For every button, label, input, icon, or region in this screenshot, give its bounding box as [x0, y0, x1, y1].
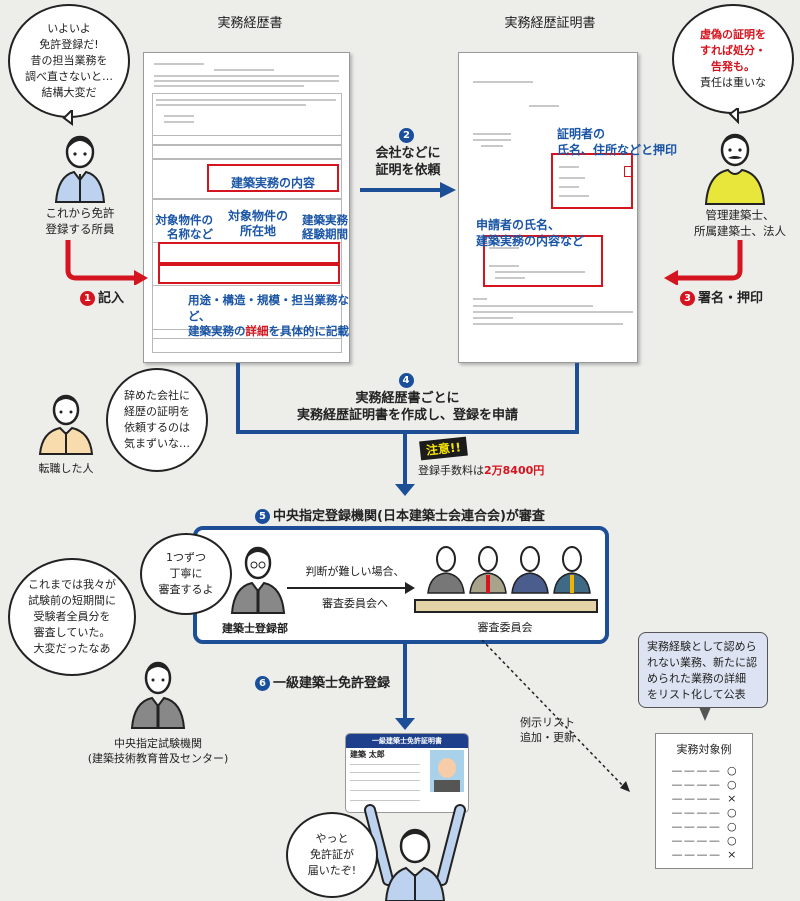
exam-body-person-icon	[130, 661, 186, 729]
circle-mark-icon: ○	[726, 805, 737, 819]
job-changer-label: 転職した人	[38, 462, 94, 475]
speech-bubble-applicant: いよいよ 免許登録だ! 昔の担当業務を 調べ直さないと… 結構大変だ	[8, 4, 130, 118]
annotation-period: 建築実務 経験期間	[302, 213, 348, 242]
annotation-content: 建築実務の内容	[230, 176, 315, 190]
speech-bubble-licensee: やっと 免許証が 届いたぞ!	[286, 812, 378, 898]
step2-arrow	[360, 182, 456, 198]
annotation-applicant: 申請者の氏名、 建築実務の内容など	[476, 218, 585, 248]
annotation-detail: 用途・構造・規模・担当業務など、 建築実務の詳細を具体的に記載	[188, 293, 349, 339]
example-list-row: — — — —○	[671, 833, 737, 847]
registration-dept-person-icon	[230, 546, 286, 614]
annotation-location: 対象物件の 所在地	[227, 209, 288, 238]
job-changer-person-icon	[38, 394, 94, 455]
example-list-row: — — — —○	[671, 763, 737, 777]
applicant-label: これから免許 登録する所員	[45, 206, 115, 236]
license-card: 一級建築士免許証明書 建築 太郎	[345, 733, 469, 813]
example-list: 実務対象例 — — — —○— — — —○— — — —×— — — —○— …	[655, 733, 753, 869]
committee-label: 審査委員会	[477, 621, 533, 634]
registration-dept-label: 建築士登録部	[222, 622, 288, 635]
example-list-row: — — — —×	[671, 847, 737, 861]
work-history-document: 建築実務の内容	[143, 52, 350, 363]
example-list-row: — — — —○	[671, 805, 737, 819]
license-card-name: 建築 太郎	[350, 750, 385, 759]
referral-line1: 判断が難しい場合、	[305, 565, 405, 578]
work-certificate-document	[458, 52, 638, 363]
architect-label: 管理建築士、 所属建築士、法人	[694, 208, 786, 238]
cross-mark-icon: ×	[727, 791, 737, 805]
step3-arrow	[664, 240, 743, 285]
annotation-certifier: 証明者の 氏名、住所などと押印	[557, 127, 678, 157]
step1-arrow	[65, 240, 148, 285]
seal-icon	[624, 166, 633, 177]
example-list-row: — — — —×	[671, 791, 737, 805]
committee-desk	[414, 599, 598, 613]
cross-mark-icon: ×	[727, 847, 737, 861]
doc2-title: 実務経歴証明書	[504, 16, 596, 31]
speech-bubble-exam-body: これまでは我々が 試験前の短期間に 受験者全員分を 審査していた。 大変だったな…	[8, 558, 136, 676]
list-update-label: 例示リスト 追加・更新	[520, 716, 575, 744]
circle-mark-icon: ○	[726, 819, 737, 833]
licensee-person-icon	[364, 804, 466, 901]
example-list-row: — — — —○	[671, 777, 737, 791]
committee-members-icon	[427, 546, 591, 594]
annotation-name: 対象物件の 名称など	[155, 213, 214, 242]
speech-bubble-job-changer: 辞めた会社に 経歴の証明を 依頼するのは 気まずいな…	[106, 368, 208, 472]
circle-mark-icon: ○	[726, 763, 737, 777]
applicant-person-icon	[54, 110, 106, 203]
publish-note: 実務経験として認めら れない業務、新たに認 められた業務の詳細 をリスト化して公…	[638, 632, 768, 708]
notice-badge: 注意!!	[419, 436, 468, 461]
exam-body-label: 中央指定試験機関 (建築技術教育普及センター)	[87, 737, 229, 765]
referral-line2: 審査委員会へ	[322, 597, 388, 610]
circle-mark-icon: ○	[726, 833, 737, 847]
list-update-dotted-arrow	[481, 640, 630, 792]
example-list-row: — — — —○	[671, 819, 737, 833]
example-list-title: 実務対象例	[676, 743, 732, 756]
circle-mark-icon: ○	[726, 777, 737, 791]
license-card-title: 一級建築士免許証明書	[346, 734, 468, 748]
architect-person-icon	[704, 108, 766, 205]
speech-bubble-registration-dept: 1つずつ 丁寧に 審査するよ	[140, 533, 232, 615]
speech-bubble-architect: 虚偽の証明を すれば処分・ 告発も。責任は重いな	[672, 4, 794, 114]
fee-notice: 登録手数料は2万8400円	[418, 464, 545, 477]
doc1-title: 実務経歴書	[217, 16, 283, 31]
license-photo	[430, 750, 464, 792]
